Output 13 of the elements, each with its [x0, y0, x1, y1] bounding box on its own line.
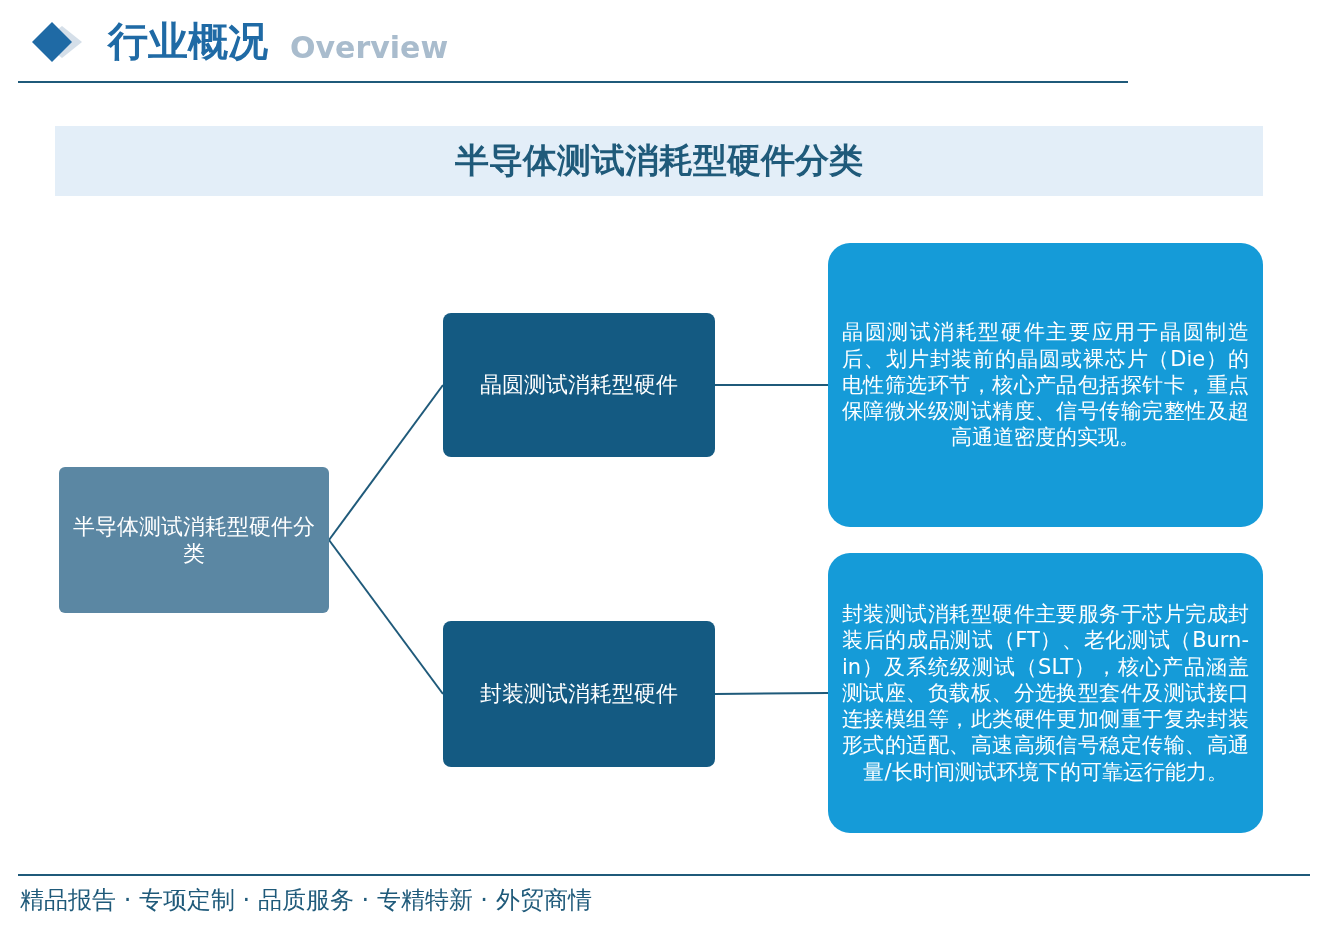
title-banner: 半导体测试消耗型硬件分类 — [55, 126, 1263, 196]
description-box: 晶圆测试消耗型硬件主要应用于晶圆制造后、划片封装前的晶圆或裸芯片（Die）的电性筛选环节，核心产品包括探针卡，重点保障微米级测试精度、信号传输完整性及超高通道密度的实现。 — [828, 243, 1263, 527]
connector-line — [714, 692, 829, 695]
connector-line — [328, 384, 444, 541]
faded-subheading: Overview — [290, 30, 449, 65]
category-box: 封装测试消耗型硬件 — [443, 621, 715, 767]
connector-line — [714, 384, 829, 386]
category-box: 半导体测试消耗型硬件分类 — [59, 467, 329, 613]
footer-slogan: 精品报告 · 专项定制 · 品质服务 · 专精特新 · 外贸商情 — [20, 885, 592, 916]
category-box: 晶圆测试消耗型硬件 — [443, 313, 715, 457]
connector-line — [328, 539, 444, 695]
description-box: 封装测试消耗型硬件主要服务于芯片完成封装后的成品测试（FT）、老化测试（Burn-in）及系统级测试（SLT），核心产品涵盖测试座、负载板、分选换型套件及测试接口连接模组等，此类硬件更加侧重于复杂封装形式的适配、高速高频信号稳定传输、高通量/长时间测试环境下的可靠运行能力。 — [828, 553, 1263, 833]
section-heading: 行业概况 — [108, 16, 268, 66]
